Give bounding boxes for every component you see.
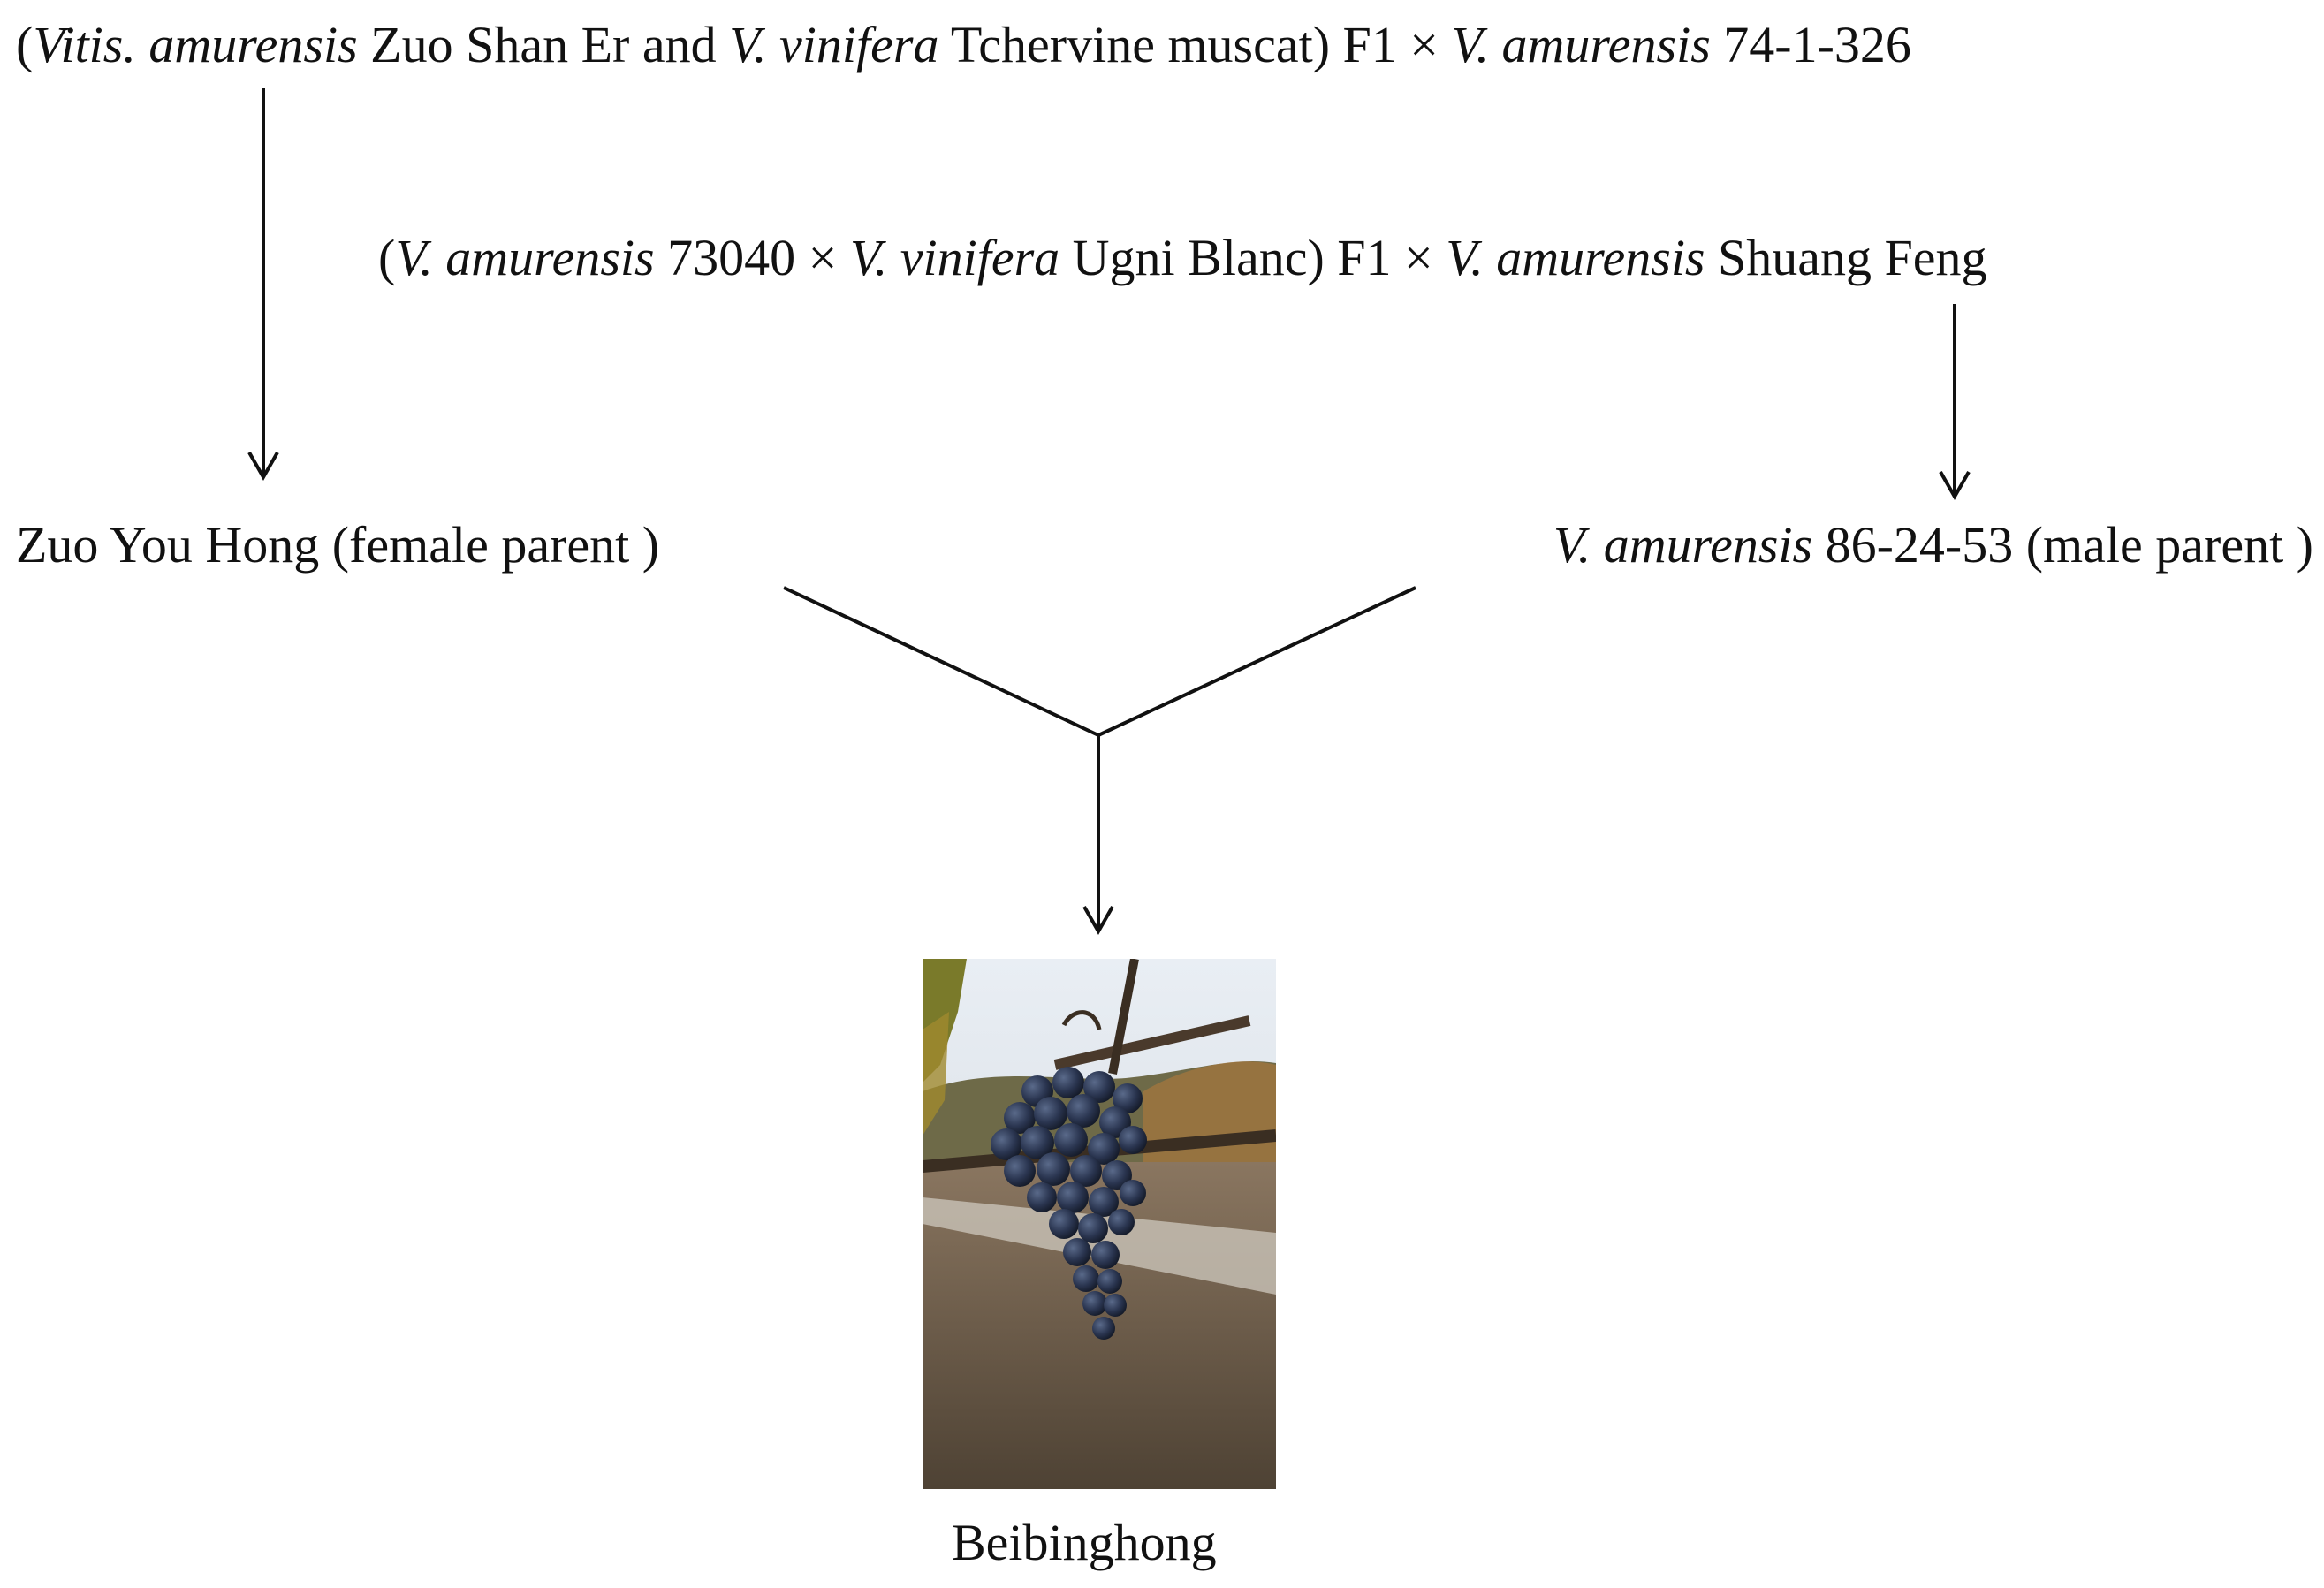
arrow-to-male-parent-head (1939, 471, 1971, 501)
beibinghong-grape-photo (923, 959, 1276, 1489)
male-parent-label: V. amurensis 86-24-53 (male parent ) (1553, 516, 2313, 574)
merge-line-right (1097, 586, 1416, 737)
arrow-to-offspring-head (1082, 906, 1114, 936)
female-parent-label: Zuo You Hong (female parent ) (16, 516, 660, 574)
cross-top-label: (Vitis. amurensis Zuo Shan Er and V. vin… (16, 16, 1911, 73)
grape-cluster (991, 1067, 1147, 1340)
offspring-label: Beibinghong (952, 1514, 1217, 1571)
cross-middle-label: (V. amurensis 73040 × V. vinifera Ugni B… (378, 229, 1987, 286)
arrow-to-female-parent-head (247, 452, 279, 482)
merge-line-left (783, 586, 1099, 737)
